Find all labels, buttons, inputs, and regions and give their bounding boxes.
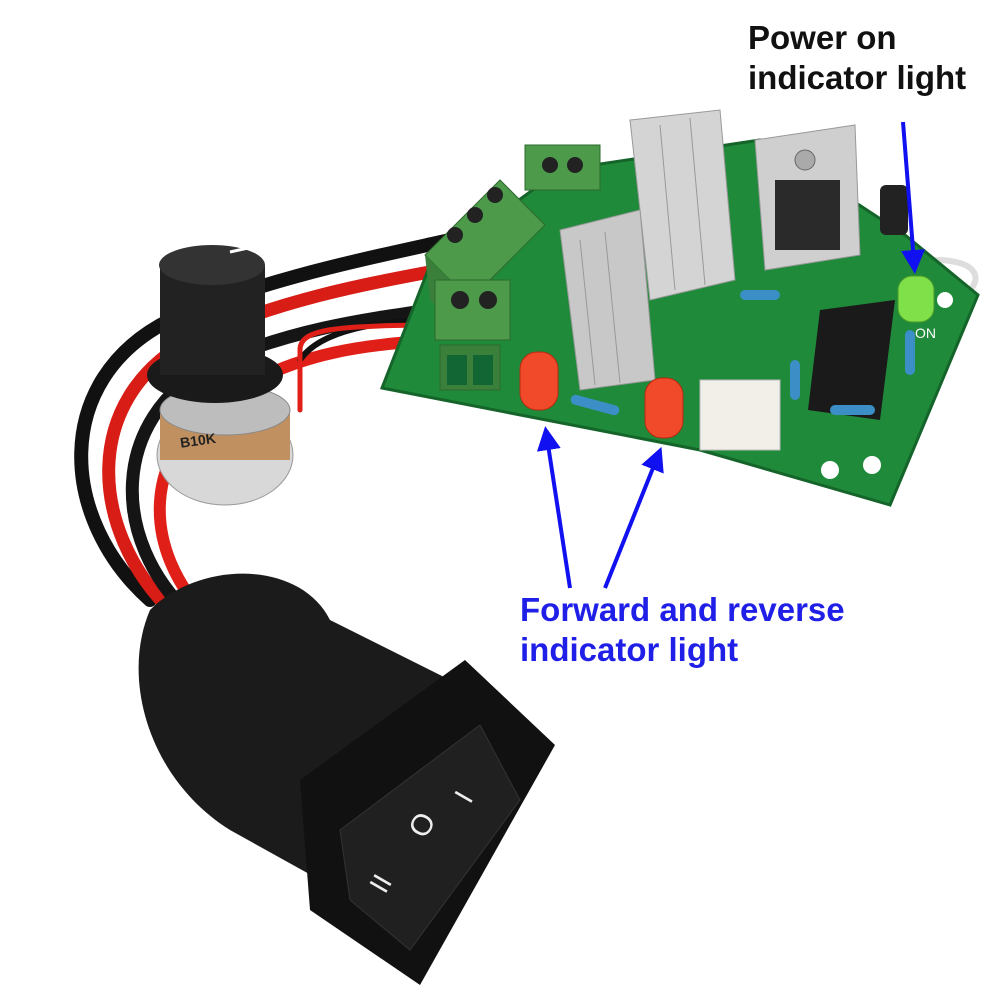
heatsinks — [559, 109, 861, 391]
led-forward — [519, 351, 559, 411]
rocker-switch[interactable]: I O II — [138, 573, 555, 985]
potentiometer: B10K — [156, 384, 294, 506]
label-line: indicator light — [520, 631, 739, 668]
power-indicator-label: Power on indicator light — [748, 18, 966, 98]
power-arrow — [901, 121, 926, 274]
wire-connector — [699, 379, 781, 451]
reverse-arrow — [603, 446, 664, 589]
forward-arrow — [536, 426, 572, 589]
led-power — [897, 275, 935, 323]
pot-marking: B10K — [179, 430, 217, 451]
ic-chip — [808, 300, 895, 420]
mount-hole — [937, 292, 953, 308]
mount-hole — [821, 461, 839, 479]
capacitor — [880, 185, 908, 235]
label-line: Forward and reverse — [520, 591, 845, 628]
terminal-blocks — [424, 144, 601, 391]
led-reverse — [644, 377, 684, 439]
label-line: indicator light — [748, 59, 967, 96]
label-line: Power on — [748, 19, 897, 56]
mount-hole — [863, 456, 881, 474]
board-on-marking: ON — [915, 325, 936, 341]
forward-reverse-label: Forward and reverse indicator light — [520, 590, 845, 670]
knob[interactable] — [147, 245, 283, 403]
resistors — [570, 290, 915, 416]
